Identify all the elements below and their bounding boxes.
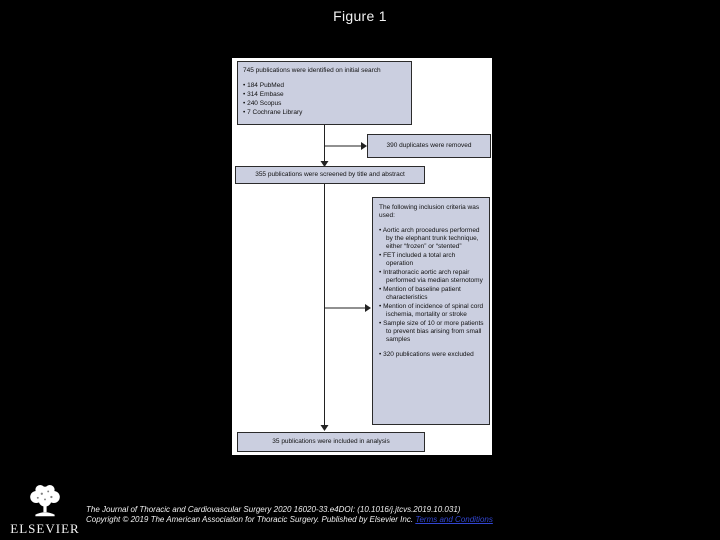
- box-included-in-analysis: 35 publications were included in analysi…: [237, 432, 425, 452]
- elsevier-logo: ELSEVIER: [6, 482, 84, 537]
- citation-line: The Journal of Thoracic and Cardiovascul…: [86, 505, 461, 514]
- elsevier-tree-icon: [30, 485, 60, 517]
- box-screened: 355 publications were screened by title …: [235, 166, 425, 184]
- box-initial-search: 745 publications were identified on init…: [237, 61, 412, 125]
- elsevier-logo-text: ELSEVIER: [10, 521, 80, 536]
- bullet-item: • Mention of incidence of spinal cord is…: [379, 303, 484, 318]
- bullet-item: • 7 Cochrane Library: [243, 109, 303, 116]
- initial-search-heading: 745 publications were identified on init…: [243, 67, 381, 74]
- flowchart-panel: 745 publications were identified on init…: [232, 58, 492, 455]
- excluded-list: • 320 publications were excluded: [379, 351, 484, 359]
- inclusion-criteria-list: • Aortic arch procedures performed by th…: [379, 227, 484, 344]
- bullet-item: • Intrathoracic aortic arch repair perfo…: [379, 269, 483, 284]
- bullet-item: • 240 Scopus: [243, 100, 282, 107]
- bullet-item: • Aortic arch procedures performed by th…: [379, 227, 480, 250]
- citation: The Journal of Thoracic and Cardiovascul…: [86, 505, 518, 524]
- initial-search-source-list: • 184 PubMed • 314 Embase • 240 Scopus • 7 …: [243, 82, 407, 117]
- flow-connector-lines: [320, 125, 371, 431]
- box-inclusion-criteria: The following inclusion criteria was use…: [372, 197, 490, 425]
- bullet-item: • 320 publications were excluded: [379, 351, 474, 358]
- bullet-item: • Mention of baseline patient characteri…: [379, 286, 461, 301]
- box-duplicates-removed: 390 duplicates were removed: [367, 134, 491, 158]
- bullet-item: • Sample size of 10 or more patients to …: [379, 320, 484, 343]
- bullet-item: • 184 PubMed: [243, 82, 284, 89]
- inclusion-criteria-heading: The following inclusion criteria was use…: [379, 204, 480, 219]
- bullet-item: • 314 Embase: [243, 91, 284, 98]
- figure-title: Figure 1: [333, 8, 387, 24]
- bullet-item: • FET included a total arch operation: [379, 252, 456, 267]
- terms-and-conditions-link[interactable]: Terms and Conditions: [415, 514, 493, 524]
- citation-copyright: Copyright © 2019 The American Associatio…: [86, 514, 416, 524]
